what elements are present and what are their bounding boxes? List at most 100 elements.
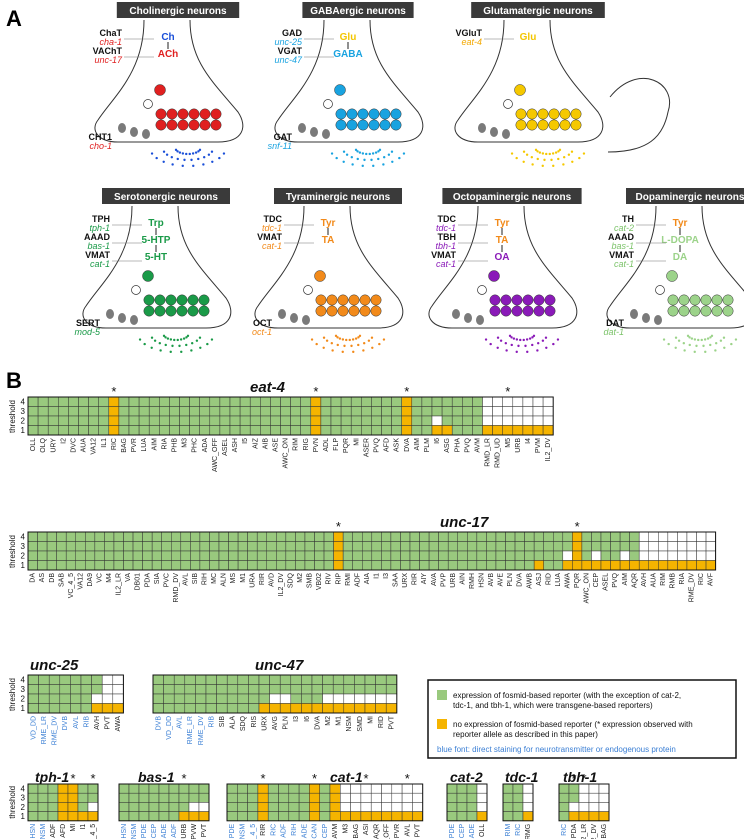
vesicle: [700, 294, 712, 306]
grid-cell: [375, 703, 387, 714]
released-transmitter: [571, 160, 574, 163]
released-transmitter: [341, 350, 344, 354]
released-transmitter: [530, 155, 534, 159]
grid-cell: [152, 674, 164, 685]
grid-cell: [512, 425, 524, 436]
grid-cell: [88, 406, 99, 417]
grid-cell: [401, 802, 413, 812]
grid-cell: [161, 541, 172, 552]
vesicle: [379, 119, 391, 131]
neuron-panel-2: GABAergic neuronsGluGABAGADunc-25VGATunc…: [268, 2, 424, 168]
transporter: [630, 309, 638, 319]
grid-cell: [278, 783, 290, 794]
grid-cell: [219, 406, 231, 417]
neuron-label: RME_DV: [52, 716, 59, 746]
transporter: [476, 315, 484, 325]
neuron-panel-4: Serotonergic neuronsTrp5-HTP5-HTTPHtph-1…: [74, 188, 232, 354]
grid-cell: [451, 406, 463, 417]
grid-cell: [319, 802, 331, 812]
enzyme-gene: cat-1: [436, 259, 456, 269]
vesicle: [210, 119, 222, 131]
grid-cell: [385, 693, 398, 704]
grid-cell: [229, 415, 241, 426]
grid-cell: [322, 684, 334, 695]
vesicle: [359, 305, 371, 317]
neuron-label: IL2_DV: [591, 823, 598, 839]
grid-cell: [279, 693, 292, 704]
grid-cell: [138, 425, 150, 436]
grid-cell: [451, 415, 463, 426]
grid-cell: [522, 802, 534, 812]
title-box: [116, 2, 240, 18]
released-transmitter: [363, 158, 366, 162]
grid-cell: [247, 811, 259, 822]
grid-cell: [256, 550, 268, 561]
neuron-label: AVB: [488, 573, 495, 587]
grid-cell: [301, 693, 313, 704]
grid-cell: [226, 703, 239, 714]
grid-cell: [27, 674, 39, 685]
grid-cell: [209, 396, 221, 407]
star-marker: *: [261, 771, 266, 786]
enzyme-gene: eat-4: [461, 37, 482, 47]
released-transmitter: [367, 339, 371, 342]
grid-cell: [258, 693, 270, 704]
grid-cell: [401, 406, 413, 417]
grid-cell: [522, 811, 534, 822]
neuron-label: AIA: [364, 573, 371, 585]
grid-cell: [446, 802, 458, 812]
grid-cell: [285, 550, 296, 561]
grid-cell: [610, 531, 621, 542]
released-transmitter: [674, 346, 677, 349]
neuron-label: HSN: [30, 824, 37, 839]
transporter-abbr: SERT: [76, 318, 101, 328]
released-transmitter: [158, 341, 162, 345]
grid-cell: [311, 674, 323, 685]
released-transmitter: [387, 153, 391, 156]
grid-cell: [188, 783, 200, 794]
grid-cell: [568, 811, 580, 822]
grid-cell: [123, 531, 134, 542]
threshold-tick: 3: [21, 685, 26, 694]
neuron-label: VC: [97, 573, 104, 583]
grid-cell: [123, 550, 134, 561]
neuron-label: SIB: [192, 573, 199, 585]
grid-cell: [512, 406, 524, 417]
released-transmitter: [390, 150, 394, 153]
vesicle: [335, 108, 347, 120]
grid-cell: [152, 684, 164, 695]
grid-cell: [249, 406, 261, 417]
grid-cell: [168, 802, 180, 812]
neuron-label: I6: [434, 438, 441, 444]
neuron-label: PHA: [454, 438, 461, 453]
grid-cell: [38, 674, 50, 685]
enzyme-abbr: VMAT: [609, 250, 634, 260]
grid-cell: [256, 531, 268, 542]
released-transmitter: [371, 346, 374, 349]
grid-cell: [148, 802, 160, 812]
transporter: [478, 123, 486, 133]
grid-cell: [68, 406, 79, 417]
grid-cell: [266, 560, 277, 571]
released-transmitter: [150, 152, 154, 155]
grid-border: [27, 674, 124, 714]
grid-cell: [173, 674, 186, 685]
grid-cell: [260, 425, 271, 436]
transporter-gene: cho-1: [89, 141, 112, 151]
grid-cell: [27, 415, 39, 426]
grid-cell: [158, 811, 170, 822]
neuron-label: M4: [106, 573, 113, 583]
grid-cell: [466, 792, 478, 803]
released-transmitter: [190, 341, 194, 345]
released-transmitter: [677, 339, 681, 342]
grid-cell: [132, 560, 143, 571]
grid-cell: [290, 703, 302, 714]
grid-cell: [112, 693, 124, 704]
grid-cell: [350, 415, 362, 426]
grid-cell: [267, 811, 279, 822]
threshold-axis-label: threshold: [8, 786, 17, 819]
neuron-panel-5: Tyraminergic neuronsTyrTATDCtdc-1VMATcat…: [252, 188, 404, 354]
grid-cell: [27, 783, 39, 794]
grid-cell: [269, 674, 281, 685]
